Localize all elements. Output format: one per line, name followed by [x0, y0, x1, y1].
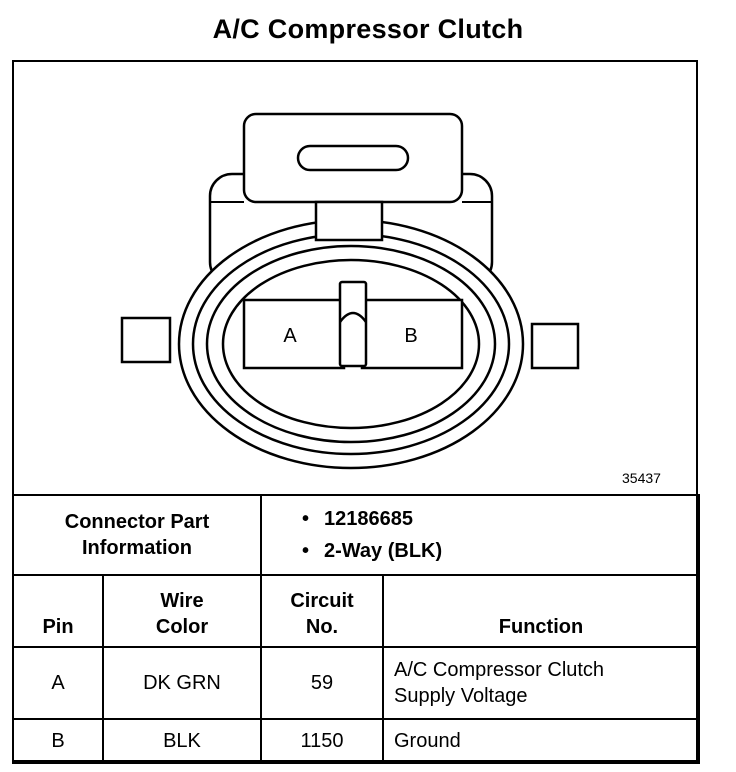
- part-type: •2-Way (BLK): [302, 540, 443, 562]
- connector-ring-2: [205, 244, 497, 444]
- pin-cell: A: [12, 646, 104, 720]
- cavity-a: [242, 298, 346, 370]
- lock-tab-stem: [314, 200, 384, 242]
- function-cell: Ground: [382, 718, 700, 764]
- cavity-label-b: B: [404, 325, 417, 347]
- column-header-row: Pin Wire Color Circuit No. Function: [12, 574, 700, 648]
- part-info-label: Connector Part Information: [12, 494, 262, 576]
- lock-slot: [296, 144, 410, 172]
- right-tab: [530, 322, 580, 370]
- col-header-function: Function: [382, 574, 700, 648]
- center-divider: [338, 280, 368, 368]
- col-header-wire-color: Wire Color: [102, 574, 262, 648]
- connector-info-table: Connector Part Information •12186685 •2-…: [12, 494, 700, 764]
- connector-drawing: A B: [120, 112, 580, 470]
- cavity-label-a: A: [283, 325, 297, 347]
- circuit-cell: 59: [260, 646, 384, 720]
- center-divider-cap: [338, 311, 368, 323]
- left-tab: [120, 316, 172, 364]
- circuit-cell: 1150: [260, 718, 384, 764]
- pin-cell: B: [12, 718, 104, 764]
- part-number: •12186685: [302, 508, 413, 530]
- function-cell: A/C Compressor Clutch Supply Voltage: [382, 646, 700, 720]
- wire-color-cell: BLK: [102, 718, 262, 764]
- col-header-circuit: Circuit No.: [260, 574, 384, 648]
- table-row: B BLK 1150 Ground: [12, 718, 700, 764]
- wire-color-cell: DK GRN: [102, 646, 262, 720]
- col-header-pin: Pin: [12, 574, 104, 648]
- part-info-row: Connector Part Information •12186685 •2-…: [12, 494, 700, 576]
- figure-number: 35437: [622, 470, 661, 486]
- connector-ring-3: [221, 258, 481, 430]
- page-title: A/C Compressor Clutch: [212, 14, 524, 44]
- part-info-list: •12186685 •2-Way (BLK): [260, 494, 700, 576]
- table-row: A DK GRN 59 A/C Compressor Clutch Supply…: [12, 646, 700, 720]
